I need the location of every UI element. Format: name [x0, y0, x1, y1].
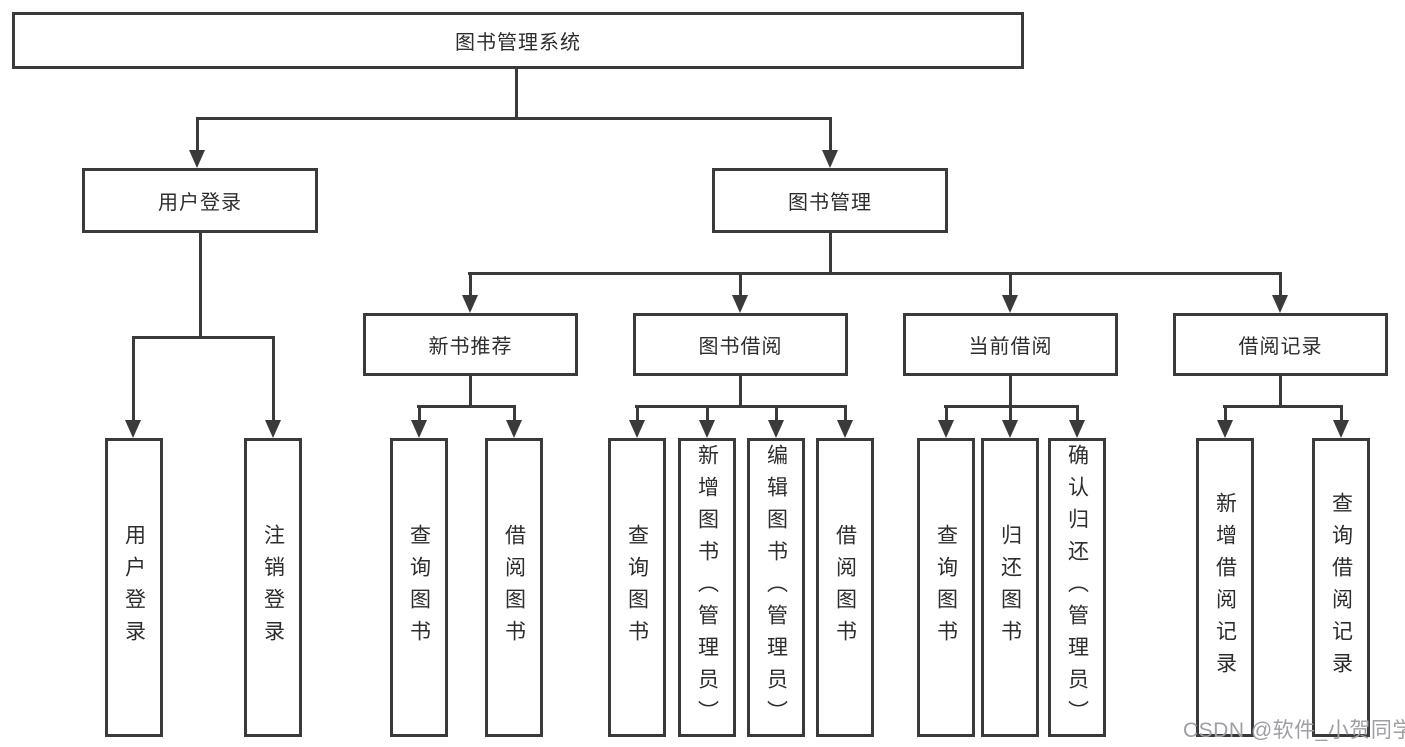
arrowhead-leaf: [699, 420, 715, 438]
leaf-query-borrow-record: 查询借阅记录: [1312, 438, 1370, 737]
arrowhead-leaf-logout: [265, 420, 281, 438]
leaf-borrow-books-new: 借阅图书: [485, 438, 543, 737]
connector-stem-new-books: [469, 272, 472, 296]
arrowhead-leaf: [629, 420, 645, 438]
node-new-book-recommend-label: 新书推荐: [428, 336, 513, 358]
connector-borrow-records-splitter: [1223, 405, 1343, 408]
node-book-management-label: 图书管理: [788, 192, 872, 214]
connector-user-login-splitter: [132, 336, 275, 339]
arrowhead-leaf: [1002, 420, 1018, 438]
connector-stem-leaf-user-login: [132, 336, 135, 421]
connector-stem-leaf: [636, 405, 639, 421]
connector-book-borrow-vertical: [739, 374, 742, 407]
node-current-borrow-label: 当前借阅: [968, 336, 1053, 358]
leaf-logout-label: 注销登录: [261, 523, 285, 652]
arrowhead-leaf: [768, 420, 784, 438]
node-new-book-recommend: 新书推荐: [363, 313, 578, 376]
connector-stem-leaf: [1076, 405, 1079, 421]
connector-stem-leaf: [513, 405, 516, 421]
arrowhead-leaf: [411, 420, 427, 438]
connector-new-books-splitter: [417, 405, 516, 408]
node-borrow-records-label: 借阅记录: [1238, 336, 1323, 358]
leaf-edit-books-admin-label: 编辑图书（管理员）: [764, 443, 788, 732]
node-user-login: 用户登录: [82, 168, 318, 233]
leaf-return-books-label: 归还图书: [998, 523, 1022, 652]
connector-level2-horizontal: [468, 272, 1282, 275]
leaf-borrow-books: 借阅图书: [816, 438, 874, 737]
connector-root-horizontal: [196, 117, 832, 120]
node-user-login-label: 用户登录: [158, 192, 242, 214]
arrowhead-new-books: [462, 295, 478, 313]
arrowhead-leaf-user-login: [125, 420, 141, 438]
leaf-borrow-books-new-label: 借阅图书: [502, 523, 526, 652]
leaf-query-borrow-record-label: 查询借阅记录: [1329, 491, 1353, 684]
node-book-borrow-label: 图书借阅: [698, 336, 783, 358]
node-book-management: 图书管理: [712, 168, 948, 233]
connector-root-vertical: [515, 68, 518, 118]
watermark: CSDN @软件_小贺同学: [1183, 719, 1405, 742]
arrowhead-borrow-records: [1272, 295, 1288, 313]
connector-stem-leaf: [1009, 405, 1012, 421]
arrowhead-leaf: [1069, 420, 1085, 438]
connector-user-login-vertical: [199, 231, 202, 337]
connector-stem-leaf: [706, 405, 709, 421]
leaf-add-books-admin: 新增图书（管理员）: [678, 438, 736, 737]
arrowhead-leaf: [837, 420, 853, 438]
connector-borrow-records-vertical: [1279, 374, 1282, 407]
node-current-borrow: 当前借阅: [903, 313, 1118, 376]
leaf-query-books-borrow: 查询图书: [608, 438, 666, 737]
connector-stem-user-login: [196, 117, 199, 150]
leaf-query-books-new-label: 查询图书: [407, 523, 431, 652]
arrowhead-current-borrow: [1002, 295, 1018, 313]
leaf-user-login: 用户登录: [105, 438, 163, 737]
connector-stem-leaf: [1224, 405, 1227, 421]
leaf-add-books-admin-label: 新增图书（管理员）: [695, 443, 719, 732]
leaf-confirm-return-admin: 确认归还（管理员）: [1048, 438, 1106, 737]
connector-stem-book-management: [829, 117, 832, 150]
leaf-logout: 注销登录: [244, 438, 302, 737]
leaf-add-borrow-record-label: 新增借阅记录: [1213, 491, 1237, 684]
arrowhead-leaf: [938, 420, 954, 438]
leaf-query-books-borrow-label: 查询图书: [625, 523, 649, 652]
connector-stem-borrow-records: [1279, 272, 1282, 296]
leaf-query-books-current: 查询图书: [917, 438, 975, 737]
connector-stem-leaf: [844, 405, 847, 421]
leaf-user-login-label: 用户登录: [122, 523, 146, 652]
arrowhead-leaf: [506, 420, 522, 438]
arrowhead-leaf: [1217, 420, 1233, 438]
connector-stem-leaf: [1340, 405, 1343, 421]
node-library-system-label: 图书管理系统: [455, 32, 581, 54]
leaf-edit-books-admin: 编辑图书（管理员）: [747, 438, 805, 737]
arrowhead-leaf: [1333, 420, 1349, 438]
node-borrow-records: 借阅记录: [1173, 313, 1388, 376]
leaf-query-books-new: 查询图书: [390, 438, 448, 737]
leaf-confirm-return-admin-label: 确认归还（管理员）: [1065, 443, 1089, 732]
connector-book-borrow-splitter: [635, 405, 847, 408]
arrowhead-book-management: [822, 150, 838, 168]
connector-stem-leaf: [418, 405, 421, 421]
connector-stem-book-borrow: [739, 272, 742, 296]
leaf-return-books: 归还图书: [981, 438, 1039, 737]
connector-stem-leaf: [775, 405, 778, 421]
arrowhead-book-borrow: [732, 295, 748, 313]
connector-current-borrow-vertical: [1009, 374, 1012, 407]
node-book-borrow: 图书借阅: [633, 313, 848, 376]
leaf-add-borrow-record: 新增借阅记录: [1196, 438, 1254, 737]
node-library-system: 图书管理系统: [12, 12, 1024, 69]
arrowhead-user-login: [189, 150, 205, 168]
leaf-borrow-books-label: 借阅图书: [833, 523, 857, 652]
connector-book-management-vertical: [829, 231, 832, 275]
connector-new-books-vertical: [469, 374, 472, 407]
connector-stem-current-borrow: [1009, 272, 1012, 296]
connector-stem-leaf: [945, 405, 948, 421]
leaf-query-books-current-label: 查询图书: [934, 523, 958, 652]
connector-stem-leaf-logout: [272, 336, 275, 421]
